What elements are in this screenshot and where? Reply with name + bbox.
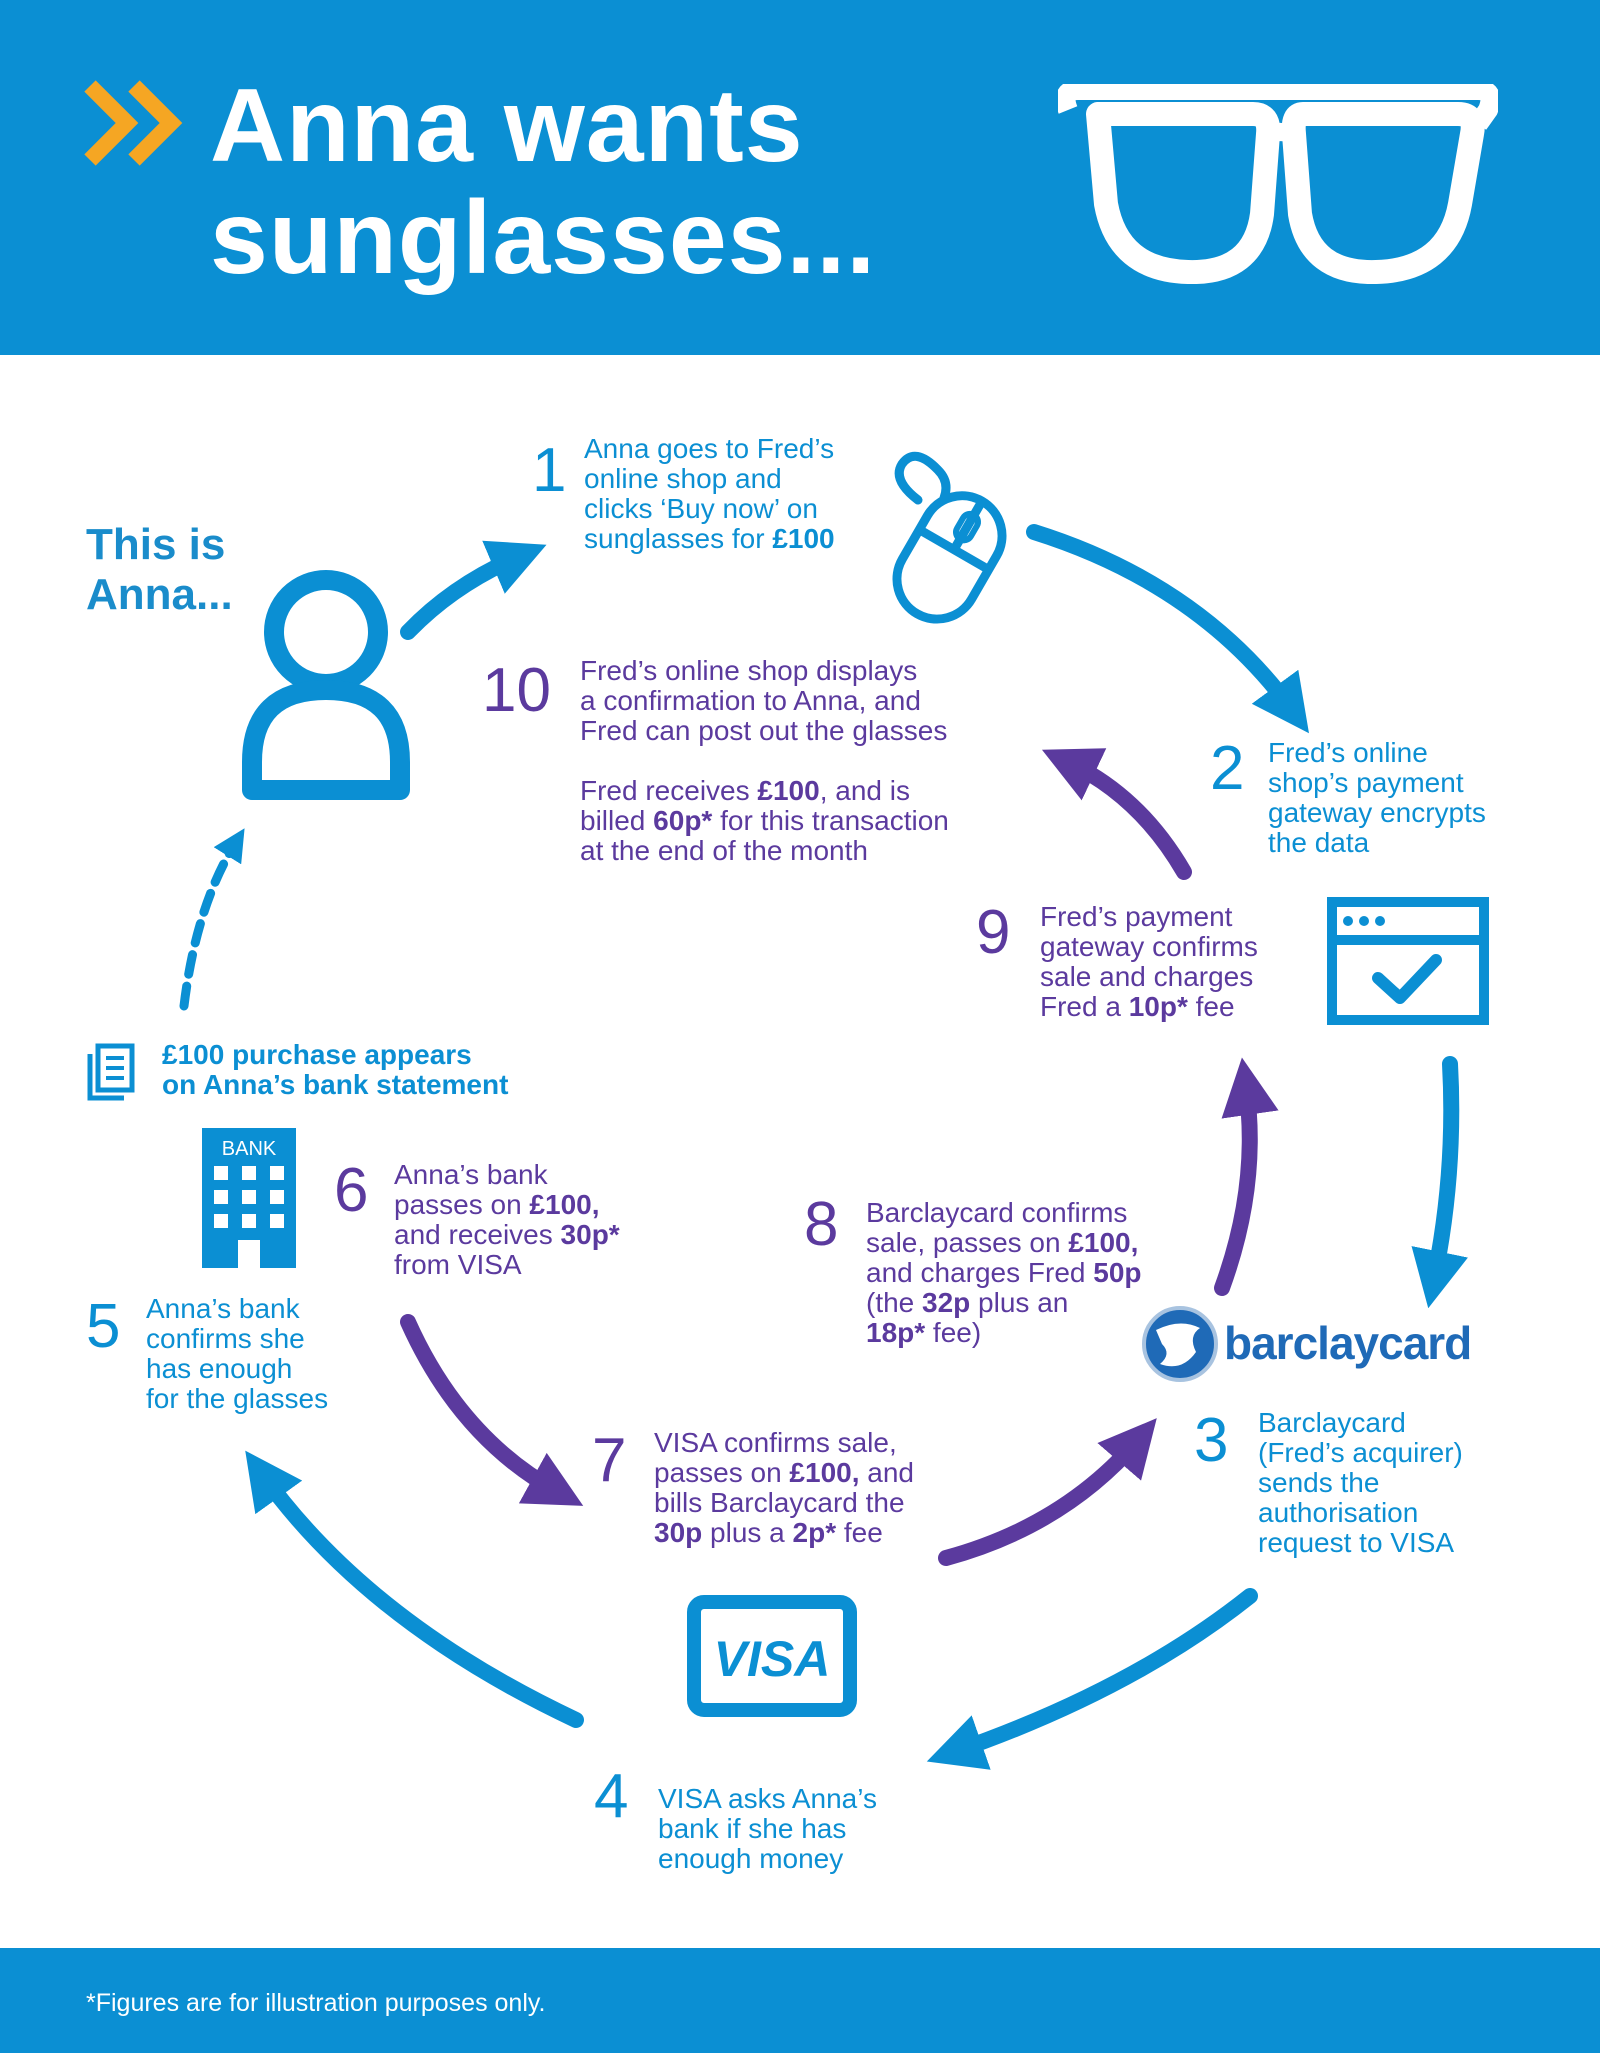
arrow-step6-to-step7 <box>400 1314 584 1506</box>
arrow-step7-to-barclaycard <box>938 1418 1157 1566</box>
arrow-step1-to-step2 <box>1026 524 1309 734</box>
title-line-1: Anna wants <box>210 68 804 184</box>
browser-check-icon <box>1327 897 1489 1025</box>
anna-label-line-1: This is <box>86 520 226 569</box>
arrow-step2-to-barclaycard <box>1411 1056 1468 1309</box>
glasses-icon <box>1058 84 1498 284</box>
visa-logo-text: VISA <box>714 1631 831 1687</box>
step-6-number: 6 <box>334 1156 369 1225</box>
bank-sign-text: BANK <box>222 1138 277 1160</box>
step-7-number: 7 <box>592 1426 627 1495</box>
visa-card-icon: VISA <box>687 1595 857 1717</box>
anna-label: This is Anna... <box>86 520 233 620</box>
statement-line-1: £100 purchase appears <box>162 1039 472 1070</box>
step-8-number: 8 <box>804 1190 839 1259</box>
arrow-step3-to-step4 <box>926 1588 1258 1770</box>
arrow-anna-to-step1 <box>400 540 547 640</box>
anna-label-line-2: Anna... <box>86 570 233 619</box>
mouse-icon <box>892 451 1007 624</box>
person-icon <box>242 570 410 800</box>
barclaycard-eagle-icon <box>1142 1306 1218 1382</box>
arrow-statement-to-anna-dashed <box>179 828 245 1011</box>
step-10-number: 10 <box>482 656 551 725</box>
step-1-number: 1 <box>532 436 567 505</box>
barclaycard-logo-text: barclaycard <box>1224 1317 1472 1369</box>
step-3-number: 3 <box>1194 1406 1229 1475</box>
bank-building-icon: BANK <box>202 1128 296 1268</box>
step-4-number: 4 <box>594 1762 629 1831</box>
statement-note: £100 purchase appears on Anna’s bank sta… <box>162 1040 508 1100</box>
page-title: Anna wants sunglasses... <box>210 70 876 294</box>
statement-line-2: on Anna’s bank statement <box>162 1069 509 1100</box>
arrow-step8-to-step9 <box>1214 1057 1279 1296</box>
chevrons-icon <box>84 80 183 166</box>
arrow-step9-to-step10 <box>1041 748 1192 880</box>
statement-document-icon <box>87 1043 135 1101</box>
header-banner: Anna wants sunglasses... <box>0 0 1600 355</box>
process-diagram: VISA BANK <box>87 451 1489 1770</box>
footer-banner <box>0 1948 1600 2053</box>
step-9-number: 9 <box>976 898 1011 967</box>
arrow-step4-to-step5 <box>245 1450 584 1728</box>
step-5-number: 5 <box>86 1292 121 1361</box>
title-line-2: sunglasses... <box>210 180 877 296</box>
footnote: *Figures are for illustration purposes o… <box>86 1989 546 2017</box>
step-2-number: 2 <box>1210 734 1245 803</box>
